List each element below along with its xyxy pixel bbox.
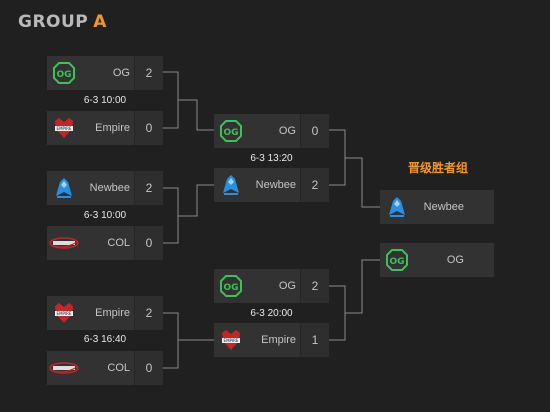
team-score: 2	[300, 269, 329, 303]
svg-text:OG: OG	[223, 128, 238, 138]
svg-text:OG: OG	[389, 257, 404, 267]
r1-match1-time: 6-3 10:00	[83, 95, 127, 106]
r1-match3-team1-card[interactable]: EMPIRE Empire 2	[47, 296, 163, 330]
empire-logo-icon: EMPIRE	[47, 296, 81, 330]
group-title-letter: A	[93, 12, 107, 32]
empire-logo-icon: EMPIRE	[214, 323, 248, 357]
r1-match2-time: 6-3 10:00	[83, 210, 127, 221]
svg-text:OG: OG	[56, 70, 71, 80]
svg-text:EMPIRE: EMPIRE	[57, 126, 72, 131]
svg-text:EMPIRE: EMPIRE	[57, 311, 72, 316]
r2-match1-team1-card[interactable]: OG OG 0	[214, 114, 329, 148]
col-logo-icon	[47, 226, 81, 260]
team-name: Empire	[95, 122, 130, 134]
r1-match2-team2-card[interactable]: COL 0	[47, 226, 163, 260]
empire-logo-icon: EMPIRE	[47, 111, 81, 145]
svg-text:EMPIRE: EMPIRE	[224, 338, 239, 343]
team-name: Newbee	[255, 179, 296, 191]
r2-match1-time: 6-3 13:20	[250, 153, 293, 164]
team-score: 2	[134, 296, 163, 330]
team-name: Newbee	[423, 201, 464, 213]
team-name: OG	[446, 254, 464, 266]
og-logo-icon: OG	[47, 56, 81, 90]
newbee-logo-icon	[214, 168, 248, 202]
r2-match2-team2-card[interactable]: EMPIRE Empire 1	[214, 323, 329, 357]
connector-r2m1-out	[345, 157, 380, 208]
newbee-logo-icon	[47, 171, 81, 205]
r1-match2-team1-card[interactable]: Newbee 2	[47, 171, 163, 205]
team-score: 2	[300, 168, 329, 202]
connector-r1m1	[163, 71, 179, 129]
team-name: Empire	[95, 307, 130, 319]
connector-r2m2-out	[345, 259, 380, 314]
advanced-team1-card[interactable]: Newbee	[380, 190, 494, 224]
connector-r1m2-out	[178, 184, 214, 217]
r1-match1-team1-card[interactable]: OG OG 2	[47, 56, 163, 90]
connector-r1m1-out	[178, 99, 214, 131]
r2-match2-time: 6-3 20:00	[250, 308, 293, 319]
team-name: OG	[278, 280, 296, 292]
advanced-team2-card[interactable]: OG OG	[380, 243, 494, 277]
team-score: 2	[134, 171, 163, 205]
advance-label: 晋级胜者组	[408, 161, 469, 175]
team-name: OG	[112, 67, 130, 79]
r1-match3-team2-card[interactable]: COL 0	[47, 351, 163, 385]
team-score: 1	[300, 323, 329, 357]
r2-match2-team1-card[interactable]: OG OG 2	[214, 269, 329, 303]
og-logo-icon: OG	[214, 114, 248, 148]
og-logo-icon: OG	[214, 269, 248, 303]
connector-r2m2	[329, 285, 346, 341]
connector-r1m3	[163, 312, 179, 369]
connector-r1m2	[163, 187, 179, 244]
r2-match1-team2-card[interactable]: Newbee 2	[214, 168, 329, 202]
team-name: OG	[278, 125, 296, 137]
team-score: 2	[134, 56, 163, 90]
newbee-logo-icon	[380, 190, 414, 224]
team-name: COL	[107, 237, 130, 249]
group-title-word: GROUP	[18, 12, 89, 32]
team-name: COL	[107, 362, 130, 374]
connector-r2m1	[329, 129, 346, 186]
team-name: Newbee	[89, 182, 130, 194]
team-score: 0	[134, 351, 163, 385]
team-score: 0	[300, 114, 329, 148]
r1-match3-time: 6-3 16:40	[83, 334, 127, 345]
team-name: Empire	[261, 334, 296, 346]
team-score: 0	[134, 226, 163, 260]
svg-text:OG: OG	[223, 283, 238, 293]
r1-match1-team2-card[interactable]: EMPIRE Empire 0	[47, 111, 163, 145]
team-score: 0	[134, 111, 163, 145]
og-logo-icon: OG	[380, 243, 414, 277]
col-logo-icon	[47, 351, 81, 385]
